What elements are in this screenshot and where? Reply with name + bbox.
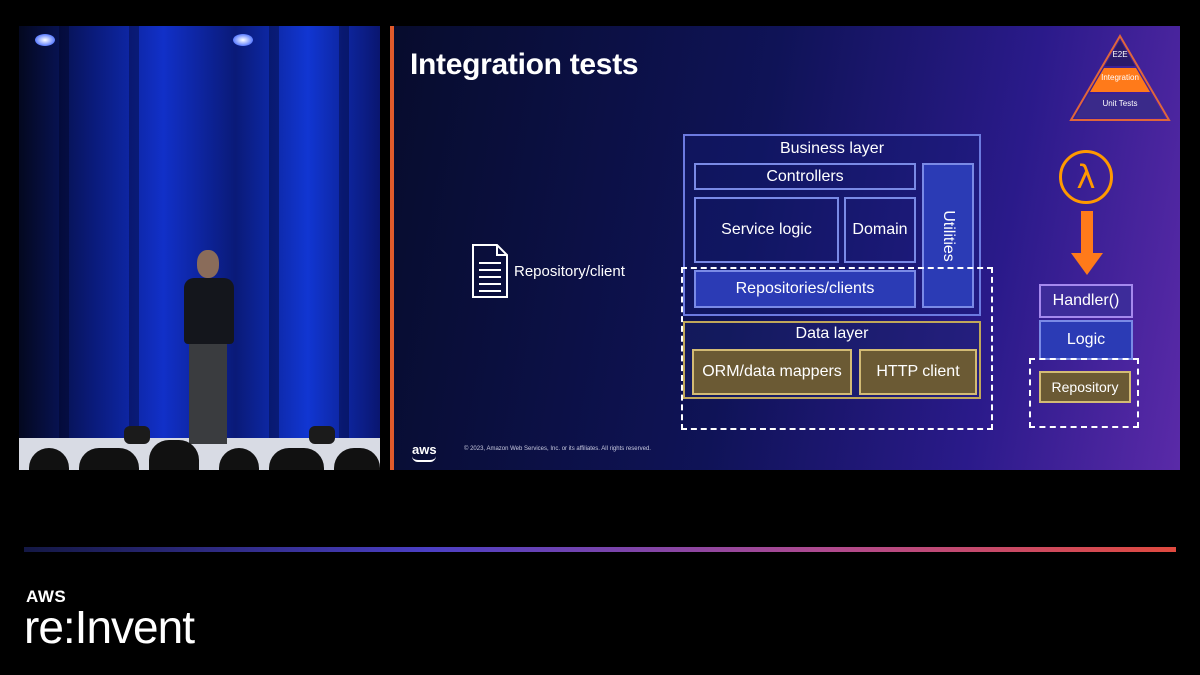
pyramid-e2e-label: E2E <box>1069 50 1171 59</box>
speaker-head <box>197 250 219 278</box>
curtain-fold <box>339 26 349 440</box>
logic-label: Logic <box>1067 331 1105 349</box>
pyramid-integration-label: Integration <box>1069 73 1171 82</box>
controllers-box: Controllers <box>694 163 916 190</box>
curtain-fold <box>59 26 69 440</box>
speaker-video <box>19 26 380 470</box>
repository-dashed-outline <box>1029 358 1139 428</box>
audience-head <box>79 448 139 470</box>
presentation-slide: Integration tests E2E Integration Unit T… <box>390 26 1180 470</box>
curtain-fold <box>269 26 279 440</box>
service-logic-label: Service logic <box>721 221 812 239</box>
utilities-label: Utilities <box>939 210 957 262</box>
stage-light <box>35 34 55 46</box>
document-label: Repository/client <box>514 263 625 280</box>
slide-title: Integration tests <box>410 48 638 82</box>
brand-stripe <box>24 547 1176 552</box>
reinvent-logo: re:Invent <box>24 600 194 654</box>
handler-box: Handler() <box>1039 284 1133 318</box>
logic-box: Logic <box>1039 320 1133 360</box>
copyright-notice: © 2023, Amazon Web Services, Inc. or its… <box>464 446 651 452</box>
service-logic-box: Service logic <box>694 197 839 263</box>
aws-smile-icon <box>412 456 436 462</box>
stage-lamp <box>124 426 150 444</box>
lambda-icon: λ <box>1059 150 1113 204</box>
aws-logo: aws <box>412 442 437 457</box>
controllers-label: Controllers <box>766 168 843 186</box>
pyramid-unit-tests-label: Unit Tests <box>1069 99 1171 108</box>
domain-label: Domain <box>852 221 907 239</box>
handler-label: Handler() <box>1053 292 1120 310</box>
speaker-legs <box>189 342 227 444</box>
speaker-body <box>184 278 234 344</box>
integration-scope-dashed-outline <box>681 267 993 430</box>
stage-light <box>233 34 253 46</box>
domain-box: Domain <box>844 197 916 263</box>
stage-lamp <box>309 426 335 444</box>
lambda-symbol: λ <box>1077 158 1096 196</box>
document-icon <box>471 243 509 299</box>
business-layer-label: Business layer <box>780 140 884 158</box>
audience-head <box>149 440 199 470</box>
curtain-fold <box>129 26 139 440</box>
arrow-down-icon <box>1071 211 1103 277</box>
audience-head <box>269 448 324 470</box>
